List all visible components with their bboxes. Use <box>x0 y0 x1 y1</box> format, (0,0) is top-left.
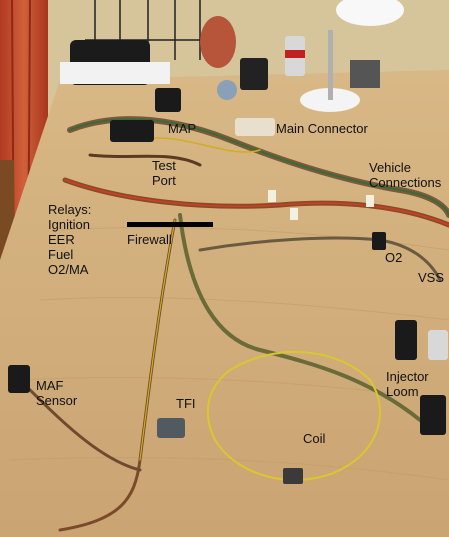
maf-connector <box>8 365 30 393</box>
gadget <box>240 58 268 90</box>
injector-connector-1 <box>395 320 417 360</box>
harness-bundle <box>18 116 449 532</box>
lamp-arm <box>328 30 333 100</box>
label-firewall: Firewall <box>127 232 172 247</box>
injector-connector-2 <box>420 395 446 435</box>
label-map: MAP <box>168 121 197 136</box>
tfi-connector <box>157 418 185 438</box>
label-vss: VSS <box>418 270 445 285</box>
vase <box>200 16 236 68</box>
tape-2 <box>290 208 298 220</box>
relay-connector <box>110 120 154 142</box>
label-o2: O2 <box>385 250 403 265</box>
label-injector-loom: Injector Loom <box>386 369 429 399</box>
injector-connector-3 <box>428 330 448 360</box>
solder-spool <box>217 80 237 100</box>
wood-grain <box>9 227 449 481</box>
label-maf-sensor: MAF Sensor <box>36 378 78 408</box>
label-tfi: TFI <box>176 396 196 411</box>
label-main-connector: Main Connector <box>276 121 368 136</box>
tape-1 <box>268 190 276 202</box>
can-stripe <box>285 50 305 58</box>
o2-connector <box>372 232 386 250</box>
lamp-shade <box>336 0 404 26</box>
label-relays: Relays: Ignition EER Fuel O2/MA <box>48 202 92 277</box>
table-top <box>0 70 449 537</box>
helping-hands <box>350 60 380 88</box>
paper-stack <box>60 62 170 84</box>
label-test-port: Test Port <box>152 158 176 188</box>
coil-connector <box>283 468 303 484</box>
label-vehicle-connections: Vehicle Connections <box>369 160 442 190</box>
map-sensor-body <box>155 88 181 112</box>
firewall-marker-bar <box>127 222 213 227</box>
main-connector-block <box>235 118 275 136</box>
label-coil: Coil <box>303 431 326 446</box>
tape-3 <box>366 195 374 207</box>
